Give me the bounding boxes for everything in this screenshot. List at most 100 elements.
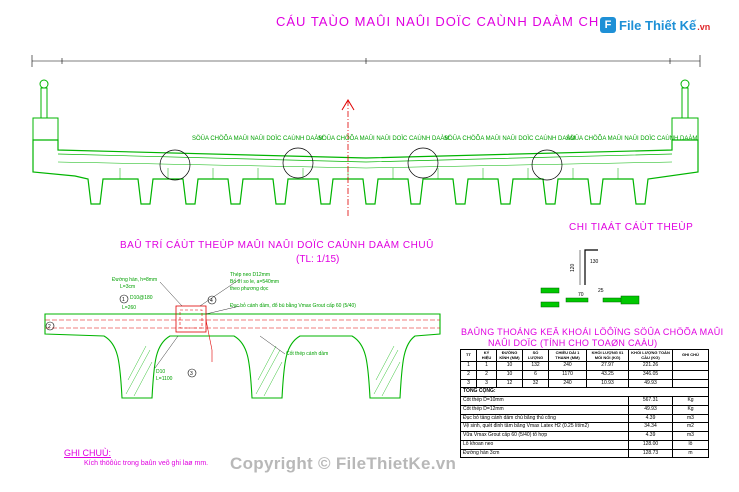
summary-value: 4.39: [628, 431, 673, 441]
section-label: SÖÛA CHÖÕA MAÛI NAÛI DOÏC CAÙNH DAÀM: [444, 135, 575, 142]
table-header-cell: GHI CHÚ: [672, 348, 709, 363]
rebar-dim: 70: [578, 292, 584, 298]
summary-item: Cốt thép D=10mm: [460, 396, 629, 406]
detail-note: Thép neo D12mm: [230, 272, 270, 278]
summary-label: TỔNG CỘNG:: [460, 387, 709, 398]
table-header-cell: TT: [460, 348, 477, 363]
summary-value: 49.93: [628, 404, 673, 415]
table-cell: 1: [460, 361, 477, 371]
rebar-dim: 120: [570, 263, 576, 272]
table-cell: 1170: [548, 369, 587, 380]
table-header-cell: KHỐI LƯỢNG TOÀN CẦU (KG): [628, 348, 673, 363]
summary-item: Lỗ khoan neo: [460, 439, 629, 450]
summary-value: 128.00: [628, 439, 673, 450]
table-cell: 32: [522, 378, 549, 389]
table-cell: 12: [496, 378, 523, 389]
detail-note: L=3cm: [120, 284, 135, 290]
detail-marker: 4: [210, 298, 213, 304]
table-cell: 2: [476, 369, 497, 380]
table-cell: [672, 378, 709, 389]
table-cell: 3: [460, 378, 477, 389]
table-cell: 10: [496, 361, 523, 371]
cross-section: [31, 55, 701, 216]
section-label: SÖÛA CHÖÕA MAÛI NAÛI DOÏC CAÙNH DAÀM: [318, 135, 449, 142]
summary-item: Cốt thép D=12mm: [460, 404, 629, 415]
rebar-dim: 25: [598, 288, 604, 294]
summary-unit: m: [672, 448, 709, 459]
table-cell: 240: [548, 361, 587, 371]
summary-item: Đục bỏ tầng cánh dầm chủ bằng thủ công: [460, 413, 629, 424]
summary-item: Đường hàn 3cm: [460, 448, 629, 459]
table-summary-row: Vệ sinh, quét đinh tâm bằng Vmax Latex H…: [460, 422, 709, 433]
table-cell: 10: [496, 369, 523, 380]
detail-note: Cốt thép cánh dầm: [286, 351, 328, 357]
notes-block: GHI CHUÙ: Kích thöôùc trong baûn veõ ghi…: [64, 448, 208, 467]
summary-unit: m3: [672, 431, 709, 441]
detail-note: D10@180: [130, 295, 153, 301]
watermark: Copyright © FileThietKe.vn: [230, 454, 457, 473]
logo-suffix: .vn: [697, 22, 711, 32]
detail-note: L=260: [122, 305, 136, 311]
detail-circle: [159, 149, 191, 181]
table-cell: 27.97: [586, 361, 629, 371]
detail-circle: [531, 149, 563, 181]
table-cell: [672, 369, 709, 380]
table-cell: 3: [476, 378, 497, 389]
detail-marker: 1: [122, 297, 125, 303]
summary-unit: m3: [672, 413, 709, 424]
table-header-cell: KÝ HIỆU: [476, 348, 497, 363]
detail-title: BAÛ TRÍ CÁÙT THEÙP MAÛI NAÛI DOÏC CAÙNH …: [120, 238, 434, 251]
summary-value: 34.34: [628, 422, 673, 433]
section-label: SÖÛA CHÖÕA MAÛI NAÛI DOÏC CAÙNH DAÀM: [566, 135, 697, 142]
rebar-dim: 130: [590, 259, 599, 265]
table-cell: [672, 361, 709, 371]
summary-unit: Kg: [672, 396, 709, 406]
drawing-title: CÁU TAÙO MAÛI NAÛI DOÏC CAÙNH DAÀM CHU: [276, 14, 610, 29]
logo-brand: File Thiết Kế: [619, 17, 697, 33]
section-label: SÖÛA CHÖÕA MAÛI NAÛI DOÏC CAÙNH DAÀM: [192, 135, 323, 142]
detail-note: Đường hàn, h=8mm: [112, 277, 157, 283]
detail-note: Đục bỏ cánh dầm, đổ bù bằng Vmax Grout c…: [230, 302, 356, 309]
table-cell: 221.26: [628, 361, 673, 371]
detail-circle: [282, 147, 314, 179]
table-cell: 1: [476, 361, 497, 371]
site-logo[interactable]: F File Thiết Kế .vn: [600, 14, 735, 36]
detail-note: L=1100: [156, 376, 173, 382]
table-cell: 346.05: [628, 369, 673, 380]
detail-marker: 3: [190, 371, 193, 377]
table-cell: 43.25: [586, 369, 629, 380]
summary-unit: lỗ: [672, 439, 709, 450]
rebar-title: CHI TIAÁT CÁÙT THEÙP: [569, 220, 693, 233]
notes-title: GHI CHUÙ:: [64, 448, 111, 458]
detail-circle: [407, 147, 439, 179]
detail-note: Bố trí so le, a=540mm: [230, 279, 279, 285]
table-summary-header: TỔNG CỘNG:: [460, 387, 709, 398]
table-cell: 10.93: [586, 378, 629, 389]
table-cell: 49.93: [628, 378, 673, 389]
table-header-cell: SỐ LƯỢNG: [522, 348, 549, 363]
detail-scale: (TL: 1/15): [296, 254, 339, 265]
table-title-2: NAÛI DOÏC (TÍNH CHO TOAØN CAÀU): [488, 338, 657, 348]
summary-value: 567.31: [628, 396, 673, 406]
notes-text: Kích thöôùc trong baûn veõ ghi laø mm.: [84, 460, 209, 467]
summary-item: Vệ sinh, quét đinh tâm bằng Vmax Latex H…: [460, 422, 629, 433]
table-cell: 132: [522, 361, 549, 371]
table-header-cell: KHỐI LƯỢNG 01 MỐI NỐI (KG): [586, 348, 629, 363]
detail-note: D10: [156, 369, 165, 375]
rebar-shapes: 120 130 25 70: [540, 249, 640, 308]
table-cell: 240: [548, 378, 587, 389]
detail-note: theo phương dọc: [230, 286, 269, 292]
summary-value: 4.39: [628, 413, 673, 424]
logo-mark-icon: F: [600, 17, 616, 33]
